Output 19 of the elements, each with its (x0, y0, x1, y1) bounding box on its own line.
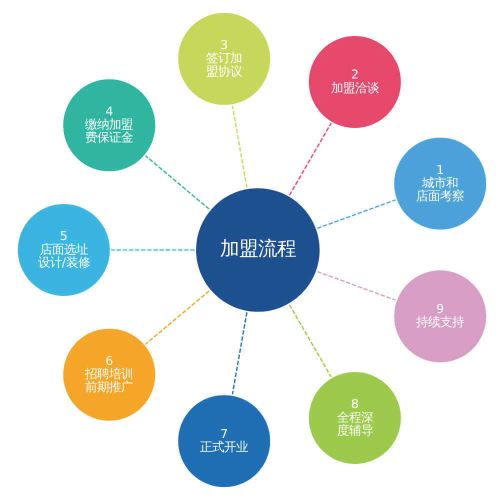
node-circle: 6 招聘培训前期推广 (60, 326, 158, 424)
connector (317, 199, 396, 229)
node-circle: 7 正式开业 (176, 392, 273, 490)
node-circle: 加盟流程 (193, 186, 322, 314)
connector (317, 271, 396, 301)
connector (145, 155, 210, 210)
connector (111, 249, 195, 251)
node-circle: 9 持续支持 (392, 268, 489, 365)
node-circle: 5 店面选址设计/装修 (15, 201, 112, 299)
connector (232, 312, 248, 394)
connector (232, 106, 248, 188)
node-circle: 3 签订加盟协议 (176, 10, 273, 108)
connector (288, 304, 332, 378)
node-circle: 1 城市和店面考察 (392, 135, 489, 232)
connector (145, 290, 210, 345)
node-circle: 2 加盟洽谈 (306, 33, 404, 131)
node-circle: 8 全程深度辅导 (306, 369, 404, 467)
node-circle: 4 缴纳加盟费保证金 (60, 76, 158, 174)
connector (288, 122, 332, 196)
